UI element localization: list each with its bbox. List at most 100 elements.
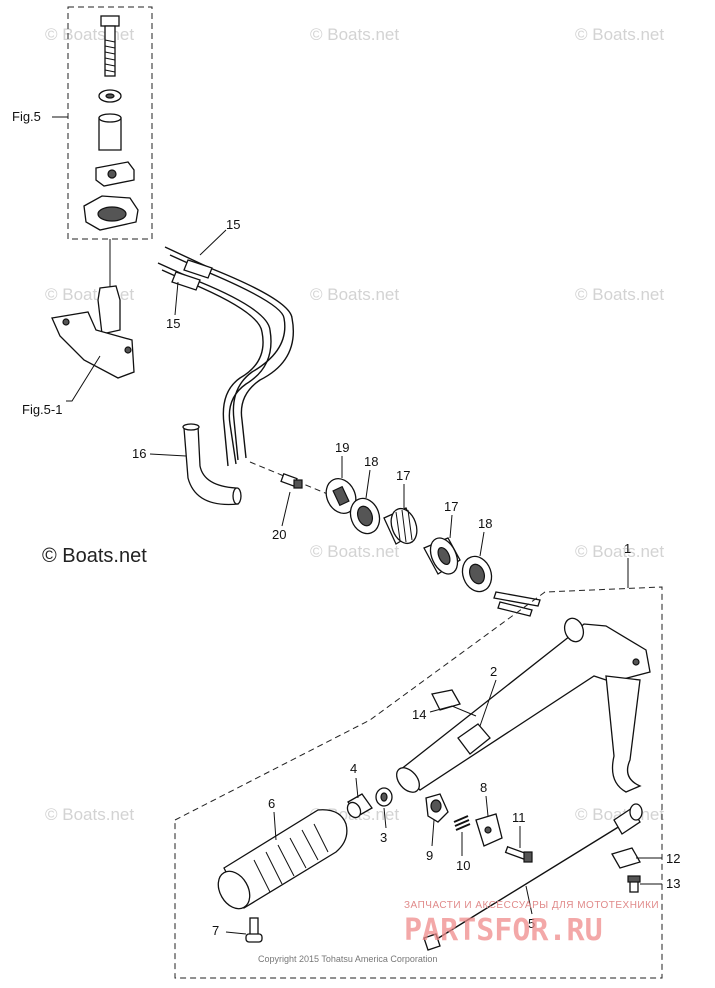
screw-13-head [627,875,641,883]
callout-20: 20 [272,527,286,542]
callout-19: 19 [335,440,349,455]
clip-8-hole [484,826,492,834]
ring-18-center [356,505,374,527]
ring-18-center [468,563,486,585]
fig5-assembly: Fig.5 [12,6,153,288]
throttle-cables: 15 15 [157,217,331,496]
screw-7 [249,917,259,937]
callout-13: 13 [666,876,680,891]
nut-3-hole [380,792,388,802]
bolt-shank [104,25,116,77]
rod-5-end [629,803,643,821]
lever-pins [493,591,541,617]
callout-4: 4 [350,761,357,776]
callout-5: 5 [528,916,535,931]
callout-12: 12 [666,851,680,866]
bolt-head [100,15,120,27]
bushing-4-end [346,801,362,819]
callout-leader [485,795,489,817]
part-14-decal: 14 [412,689,477,722]
watermark-boats: © Boats.net [575,285,664,304]
callout-leader [479,679,497,727]
fig5-1-leader [66,355,101,402]
bolt-thread [104,39,116,73]
watermark-boats: © Boats.net [310,25,399,44]
part-18-ring: 18 [349,454,381,535]
watermark-boats: © Boats.net [45,805,134,824]
screw-11-head [523,851,533,863]
hose [183,425,239,506]
pin [497,601,533,617]
callout-3: 3 [380,830,387,845]
bracket-hole [107,169,117,179]
fig5-dashed-box [67,6,153,240]
gear-17-teeth [395,509,413,543]
callout-leader [225,931,247,935]
callout-7: 7 [212,923,219,938]
part-16-hose: 16 [132,423,242,506]
callout-leader [355,777,359,799]
cable-end-fitting [183,259,213,279]
callout-6: 6 [268,796,275,811]
callout-16: 16 [132,446,146,461]
base-boss [97,206,127,222]
callout-leader [479,531,485,557]
decal-14 [431,689,461,711]
watermark-boats: © Boats.net [575,542,664,561]
tiller-bracket [605,675,642,793]
callout-leader [199,229,227,256]
screw-7-head [245,933,263,943]
fig5-1-bracket: Fig.5-1 [22,285,135,417]
grip-6-ribs [253,823,329,893]
callout-leader [383,807,387,829]
part-19-plate: 19 [325,440,357,515]
callout-8: 8 [480,780,487,795]
callout-leader [174,281,179,316]
callout-10: 10 [456,858,470,873]
collar [98,117,122,151]
rod-5-eye [423,933,441,951]
callout-18: 18 [364,454,378,469]
grip-6-end [217,870,251,910]
tiller-hole [632,658,640,666]
part-9-cap: 9 [425,793,449,863]
callout-leader [281,491,291,527]
part-7-screw: 7 [212,917,263,943]
copyright-text: Copyright 2015 Tohatsu America Corporati… [258,954,437,964]
part-3-nut: 3 [375,787,393,845]
watermark-boats-large: © Boats.net [42,545,147,567]
callout-1: 1 [624,541,631,556]
callout-leader [431,819,435,847]
part-12-clip: 12 [611,847,680,869]
fig5-label: Fig.5 [12,109,41,124]
callout-17: 17 [444,499,458,514]
cap-9-hole [430,799,442,813]
part-4-bushing: 4 [346,761,373,819]
callout-leader [365,469,371,499]
callout-leader [449,514,453,539]
part-20-screw: 20 [272,473,303,542]
spring-10 [453,815,471,831]
cable-lower-inner [161,269,264,467]
callout-14: 14 [412,707,426,722]
callout-15: 15 [226,217,240,232]
ad-watermark-subtitle: ЗАПЧАСТИ И АКСЕССУАРЫ ДЛЯ МОТОТЕХНИКИ [404,900,659,911]
callout-11: 11 [512,810,526,825]
watermark-boats: © Boats.net [310,285,399,304]
part-2-tiller-arm: 2 [396,617,651,793]
part-18-ring-2: 18 [461,516,492,593]
callout-leader [525,885,533,915]
bracket-hole [62,318,70,326]
rod-5 [431,825,621,943]
cable-end-fitting [171,271,201,291]
callout-15: 15 [166,316,180,331]
sleeve-17-bore [437,546,451,566]
part-13-screw: 13 [627,875,680,893]
callout-leader [149,453,187,457]
watermark-boats: © Boats.net [575,25,664,44]
part-8-clip: 8 [475,780,503,847]
plate-19-slot [332,485,350,507]
bracket-body [51,311,135,379]
tiller-end [396,767,420,793]
